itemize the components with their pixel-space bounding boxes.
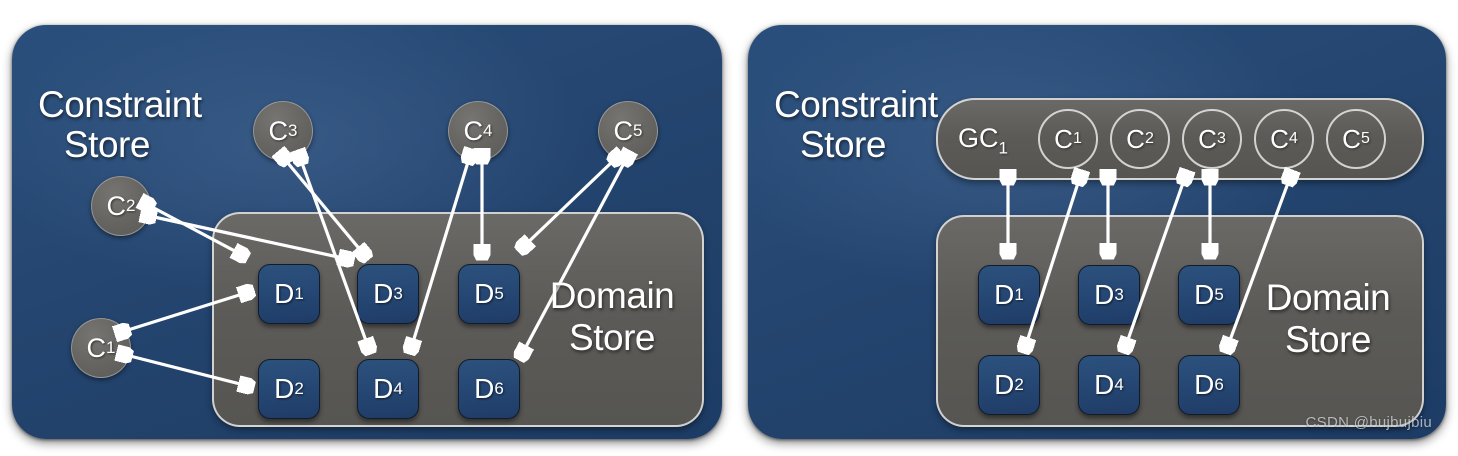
right-constraint-circle-c3-label: C (1198, 123, 1217, 154)
right-domain-store-title-line1: Domain (1265, 277, 1391, 318)
right-constraint-store-title: Constraint Store (774, 45, 938, 205)
right-domain-box-d4-sub: 4 (1114, 375, 1124, 394)
right-domain-box-d4-label: D (1094, 369, 1115, 400)
left-domain-box-d6-sub: 6 (494, 379, 504, 398)
right-constraint-circle-c3-sub: 3 (1216, 130, 1226, 147)
right-constraint-circle-c2-label: C (1126, 123, 1145, 154)
right-domain-box-d1-sub: 1 (1014, 285, 1024, 304)
right-domain-box-d2-sub: 2 (1014, 375, 1024, 394)
left-domain-box-d4-label: D (373, 373, 394, 404)
left-constraint-store-title-line2: Store (64, 124, 150, 165)
left-domain-box-d2-label: D (274, 373, 295, 404)
left-domain-box-d6-label: D (474, 373, 495, 404)
global-constraint-label: GC1 (958, 123, 1008, 158)
watermark: CSDN @bujbujbiu (1305, 414, 1432, 431)
right-domain-box-d5-sub: 5 (1214, 285, 1224, 304)
left-domain-box-d3-label: D (373, 278, 394, 309)
left-constraint-circle-c2-label: C (106, 190, 127, 221)
left-constraint-circle-c3-label: C (268, 115, 289, 146)
right-constraint-store-title-line1: Constraint (774, 84, 938, 125)
left-domain-box-d1-label: D (274, 278, 295, 309)
right-constraint-circle-c1-sub: 1 (1072, 130, 1082, 147)
right-domain-box-d3-sub: 3 (1114, 285, 1124, 304)
right-domain-box-d6-sub: 6 (1214, 375, 1224, 394)
left-domain-store-title-line1: Domain (549, 275, 675, 316)
right-domain-box-d1-label: D (994, 279, 1015, 310)
right-constraint-circle-c5-label: C (1342, 123, 1361, 154)
left-constraint-circle-c4-label: C (463, 115, 484, 146)
left-constraint-circle-c1-label: C (86, 332, 107, 363)
left-constraint-circle-c1-sub: 1 (106, 338, 116, 357)
left-constraint-circle-c3-sub: 3 (288, 121, 298, 140)
right-constraint-circle-c1-label: C (1054, 123, 1073, 154)
right-constraint-store-title-line2: Store (800, 124, 886, 165)
right-domain-store-title-line2: Store (1285, 319, 1371, 360)
left-domain-box-d5-sub: 5 (494, 284, 504, 303)
left-domain-box-d1-sub: 1 (294, 284, 304, 303)
right-domain-box-d2-label: D (994, 369, 1015, 400)
left-domain-store-title-line2: Store (569, 317, 655, 358)
left-constraint-store-title-line1: Constraint (38, 84, 202, 125)
left-domain-box-d4-sub: 4 (393, 379, 403, 398)
right-constraint-circle-c2-sub: 2 (1144, 130, 1154, 147)
global-constraint-label-text: GC (958, 123, 999, 153)
left-domain-box-d3-sub: 3 (393, 284, 403, 303)
right-constraint-circle-c5-sub: 5 (1360, 130, 1370, 147)
right-domain-box-d3-label: D (1094, 279, 1115, 310)
right-domain-box-d5-label: D (1194, 279, 1215, 310)
left-domain-box-d5-label: D (474, 278, 495, 309)
left-constraint-circle-c5-label: C (613, 115, 634, 146)
right-constraint-circle-c4-label: C (1270, 123, 1289, 154)
right-domain-box-d6-label: D (1194, 369, 1215, 400)
left-domain-store-title: Domain Store (532, 275, 692, 359)
right-constraint-circle-c4-sub: 4 (1288, 130, 1298, 147)
right-domain-store-title: Domain Store (1248, 277, 1408, 361)
left-constraint-circle-c5-sub: 5 (633, 121, 643, 140)
left-constraint-circle-c4-sub: 4 (483, 121, 493, 140)
left-constraint-store-title: Constraint Store (38, 45, 202, 205)
global-constraint-label-sub: 1 (998, 138, 1008, 158)
left-domain-box-d2-sub: 2 (294, 379, 304, 398)
left-constraint-circle-c2-sub: 2 (126, 196, 136, 215)
